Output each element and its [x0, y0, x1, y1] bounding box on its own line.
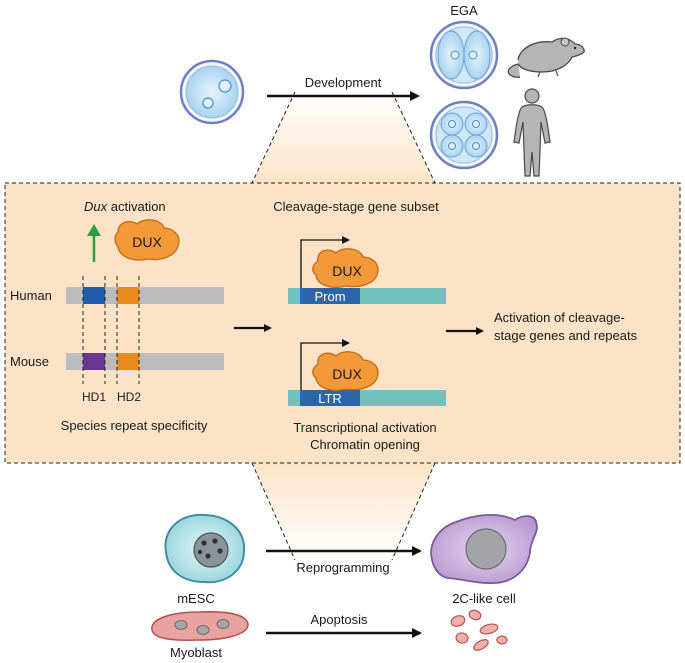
myoblast-cell — [151, 611, 249, 641]
dux-protein-prom: DUX — [312, 248, 379, 289]
ltr-element — [300, 390, 360, 406]
mouse-icon — [507, 37, 585, 78]
myoblast-label: Myoblast — [170, 645, 222, 660]
hd2-mouse-domain — [117, 353, 139, 370]
two-c-like-label: 2C-like cell — [452, 591, 516, 606]
svg-text:Prom: Prom — [314, 289, 345, 304]
hourglass-line — [391, 462, 436, 561]
four-cell-embryo — [429, 100, 499, 170]
two-cell-embryo — [429, 20, 499, 90]
human-label: Human — [10, 288, 52, 303]
result-line-1: Activation of cleavage- — [494, 310, 625, 325]
domain-guides — [82, 276, 140, 384]
mouse-label: Mouse — [10, 354, 49, 369]
species-specificity-label: Species repeat specificity — [61, 418, 208, 433]
mesc-cell — [164, 513, 246, 584]
green-up-arrow-icon — [87, 224, 101, 262]
apoptotic-fragments — [450, 609, 508, 651]
tss-arrow — [300, 236, 350, 288]
apoptosis-label: Apoptosis — [310, 612, 368, 627]
prom-element — [300, 288, 360, 304]
hourglass-bottom — [252, 463, 435, 560]
ega-label: EGA — [450, 3, 478, 18]
hourglass-line — [391, 91, 436, 184]
hd1-mouse-domain — [83, 353, 105, 370]
hourglass-top — [252, 92, 435, 183]
svg-text:DUX: DUX — [332, 263, 362, 279]
dux-activation-label: Dux activation — [84, 199, 166, 214]
two-c-like-cell — [430, 514, 538, 585]
mechanism-panel — [4, 182, 681, 464]
dux-protein-ltr: DUX — [312, 351, 379, 392]
ltr-dna: LTR — [288, 339, 446, 406]
svg-text:DUX: DUX — [332, 366, 362, 382]
result-line-2: stage genes and repeats — [494, 328, 638, 343]
human-icon — [513, 88, 551, 177]
hd2-human-domain — [117, 287, 139, 304]
zygote-cell — [179, 59, 245, 125]
hourglass-line — [251, 462, 296, 561]
mouse-dux-bar — [66, 353, 224, 370]
dux-protein-left: DUX — [114, 219, 180, 261]
chromatin-opening-label: Chromatin opening — [310, 437, 420, 452]
hd2-label: HD2 — [117, 390, 141, 404]
gene-subset-title: Cleavage-stage gene subset — [273, 199, 439, 214]
svg-text:DUX: DUX — [132, 234, 162, 250]
hd1-label: HD1 — [82, 390, 106, 404]
hd1-human-domain — [83, 287, 105, 304]
prom-dna: Prom — [288, 236, 446, 304]
reprogramming-label: Reprogramming — [296, 560, 389, 575]
svg-text:LTR: LTR — [318, 391, 342, 406]
human-dux-bar — [66, 287, 224, 304]
mesc-label: mESC — [177, 591, 215, 606]
hourglass-line — [251, 91, 296, 184]
tss-arrow — [300, 339, 350, 390]
development-label: Development — [305, 75, 382, 90]
transcriptional-activation-label: Transcriptional activation — [293, 420, 436, 435]
